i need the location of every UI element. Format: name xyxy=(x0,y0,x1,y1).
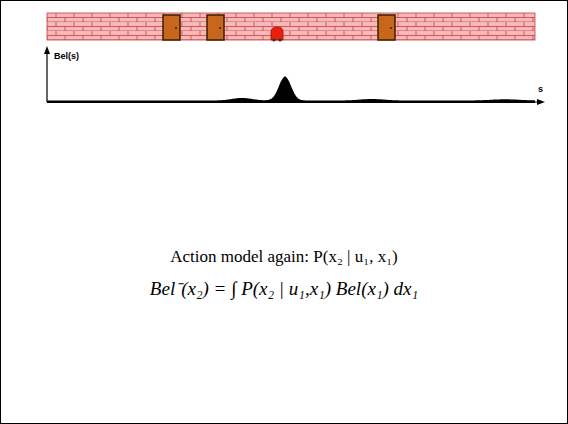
slide-text: Action model again: P(x₂ | u₁, x₁) xyxy=(170,248,398,267)
door xyxy=(378,15,395,40)
axis-label: s xyxy=(538,85,543,95)
axes xyxy=(44,46,545,105)
brick-wall xyxy=(47,13,535,40)
axis-label: Bel(s) xyxy=(54,52,79,62)
door xyxy=(163,15,180,40)
belief-curve xyxy=(47,77,535,103)
door xyxy=(207,15,224,40)
robot xyxy=(271,27,283,42)
formula: Bel⁻(x₂) = ∫ P(x₂ | u₁,x₁) Bel(x₁) dx₁ xyxy=(150,279,418,300)
